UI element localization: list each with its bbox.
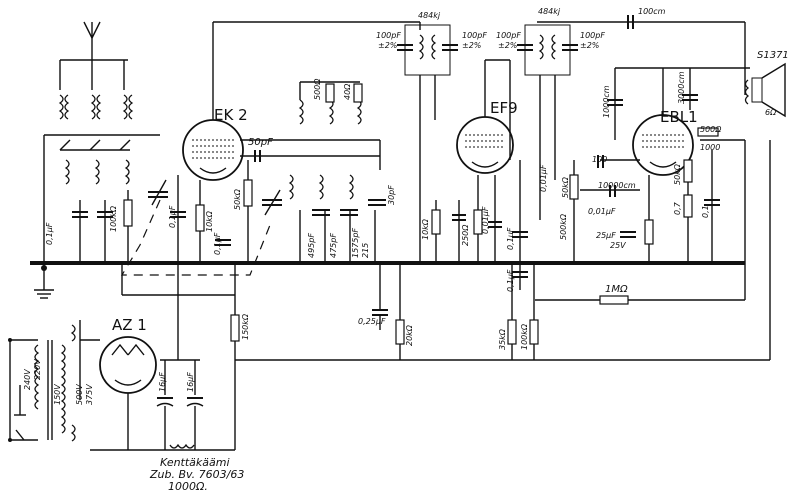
- label-c-10000cm: 10000cm: [598, 181, 636, 190]
- filter-caps: [156, 263, 204, 450]
- tube-label-ef9: EF9: [490, 99, 518, 117]
- label-r-500k: 500kΩ: [559, 213, 568, 240]
- label-c-100pf-1: 100pF: [376, 31, 401, 40]
- oscillator-coils: [240, 81, 381, 170]
- label-c-100pf-2: 100pF: [462, 31, 487, 40]
- label-c-0-25uf: 0,25μF: [358, 317, 386, 326]
- label-c-30pf: 30pF: [387, 185, 396, 205]
- coupling-cap-50pf: [254, 150, 261, 162]
- ef9-network: [431, 60, 528, 290]
- label-r-500b: 500Ω: [700, 125, 722, 134]
- label-r-50k: 50kΩ: [233, 188, 242, 210]
- tube-ebl1: [615, 67, 750, 176]
- label-c-1000cm: 1000cm: [602, 85, 611, 118]
- speaker-icon: [744, 62, 786, 118]
- cap-100cm: [627, 15, 634, 29]
- label-v-150: 150V: [53, 384, 62, 405]
- ebl1-network: [535, 68, 746, 301]
- tube-label-az1: AZ 1: [112, 316, 147, 334]
- label-pad-495: 495pF: [307, 233, 316, 258]
- label-if-484-1: 484kj: [418, 11, 441, 20]
- if-transformer-2: [517, 24, 578, 220]
- tube-label-ebl1: EBL1: [660, 108, 698, 126]
- label-c-100pf-2-tol: ±2%: [462, 41, 481, 50]
- tube-ef9: [456, 59, 514, 174]
- label-c-25v: 25V: [610, 241, 626, 250]
- label-c-100pf-3: 100pF: [496, 31, 521, 40]
- tube-az1: [79, 263, 235, 451]
- label-c-100pf-4: 100pF: [580, 31, 605, 40]
- label-if-484-2: 484kj: [538, 7, 561, 16]
- label-r-100k-in: 100kΩ: [109, 205, 118, 232]
- label-r-1000: 1000: [700, 143, 720, 152]
- note-field-coil: Kenttäkäämi: [160, 456, 230, 469]
- label-r-50k-b: 50kΩ: [561, 176, 570, 198]
- label-r-35k: 35kΩ: [498, 328, 507, 350]
- label-r-250: 250Ω: [461, 224, 470, 246]
- label-pad-475: 475pF: [329, 233, 338, 258]
- label-c-0-01uf-det: 0,01μF: [539, 164, 548, 192]
- label-v-240: 240V: [23, 369, 32, 390]
- label-c-100cm: 100cm: [638, 7, 666, 16]
- label-c-0-1uf-ef9b: 0,1μF: [506, 269, 515, 292]
- label-c-100pf-1-tol: ±2%: [378, 41, 397, 50]
- label-r-0-7: 0,7: [673, 201, 682, 215]
- label-r-0-1: 0,1: [701, 205, 710, 218]
- antenna-coils: [43, 59, 160, 263]
- label-r-150k: 150kΩ: [241, 313, 250, 340]
- label-c-0-01uf-ef9: 0,01μF: [481, 206, 490, 234]
- label-r-40: 40Ω: [343, 83, 352, 100]
- label-v-375: 375V: [85, 384, 94, 405]
- label-c-0-1uf-ek2: 0,1μF: [168, 205, 177, 228]
- resistor-150k: [230, 263, 240, 450]
- label-c-215: 215: [361, 243, 370, 258]
- label-r-10k: 10kΩ: [421, 218, 430, 240]
- note-resistance: 1000Ω.: [168, 480, 208, 493]
- speaker-part: S1371: [757, 50, 789, 61]
- label-r-50k-c: 50kΩ: [673, 163, 682, 185]
- ek2-grid-network: [170, 160, 282, 263]
- input-network: [72, 179, 168, 263]
- tube-label-ek2: EK 2: [214, 106, 248, 124]
- label-v-220: 220V: [33, 359, 42, 380]
- label-c-16uf-1: 16μF: [158, 372, 167, 392]
- label-c-100pf-4-tol: ±2%: [580, 41, 599, 50]
- label-r-20k: 20kΩ: [405, 324, 414, 346]
- label-c-0-1uf-in: 0,1μF: [45, 222, 54, 245]
- tube-ek2: [182, 22, 244, 181]
- power-transformer: [8, 324, 76, 442]
- lower-dividers: [235, 140, 771, 361]
- label-c-50pf-a: 50pF: [248, 137, 273, 148]
- label-c-0-01uf-ebl: 0,01μF: [588, 207, 616, 216]
- oscillator-padders: [288, 174, 386, 263]
- ground-symbol: [34, 263, 54, 299]
- label-r-500: 500Ω: [313, 78, 322, 100]
- label-c-100pf-3-tol: ±2%: [498, 41, 517, 50]
- if-transformer-1: [397, 24, 458, 263]
- label-c-3000cm: 3000cm: [677, 71, 686, 104]
- label-r-100: 100: [592, 155, 607, 164]
- label-c-25uf: 25μF: [596, 231, 616, 240]
- note-part-number: Zub. Bv. 7603/63: [149, 468, 244, 481]
- label-c-0-1uf-b: 0,1μF: [213, 232, 222, 255]
- antenna-icon: [83, 21, 101, 60]
- label-c-16uf-2: 16μF: [186, 372, 195, 392]
- label-r-1mohm: 1MΩ: [605, 284, 628, 295]
- speaker-impedance: 6Ω: [765, 108, 777, 117]
- label-r-40k: 10kΩ: [205, 210, 214, 232]
- resistor-1mohm: [599, 295, 629, 305]
- label-r-35k-b: 100kΩ: [520, 323, 529, 350]
- label-c-1575: 1575pF: [351, 228, 360, 258]
- label-c-0-1uf-ef9: 0,1μF: [506, 227, 515, 250]
